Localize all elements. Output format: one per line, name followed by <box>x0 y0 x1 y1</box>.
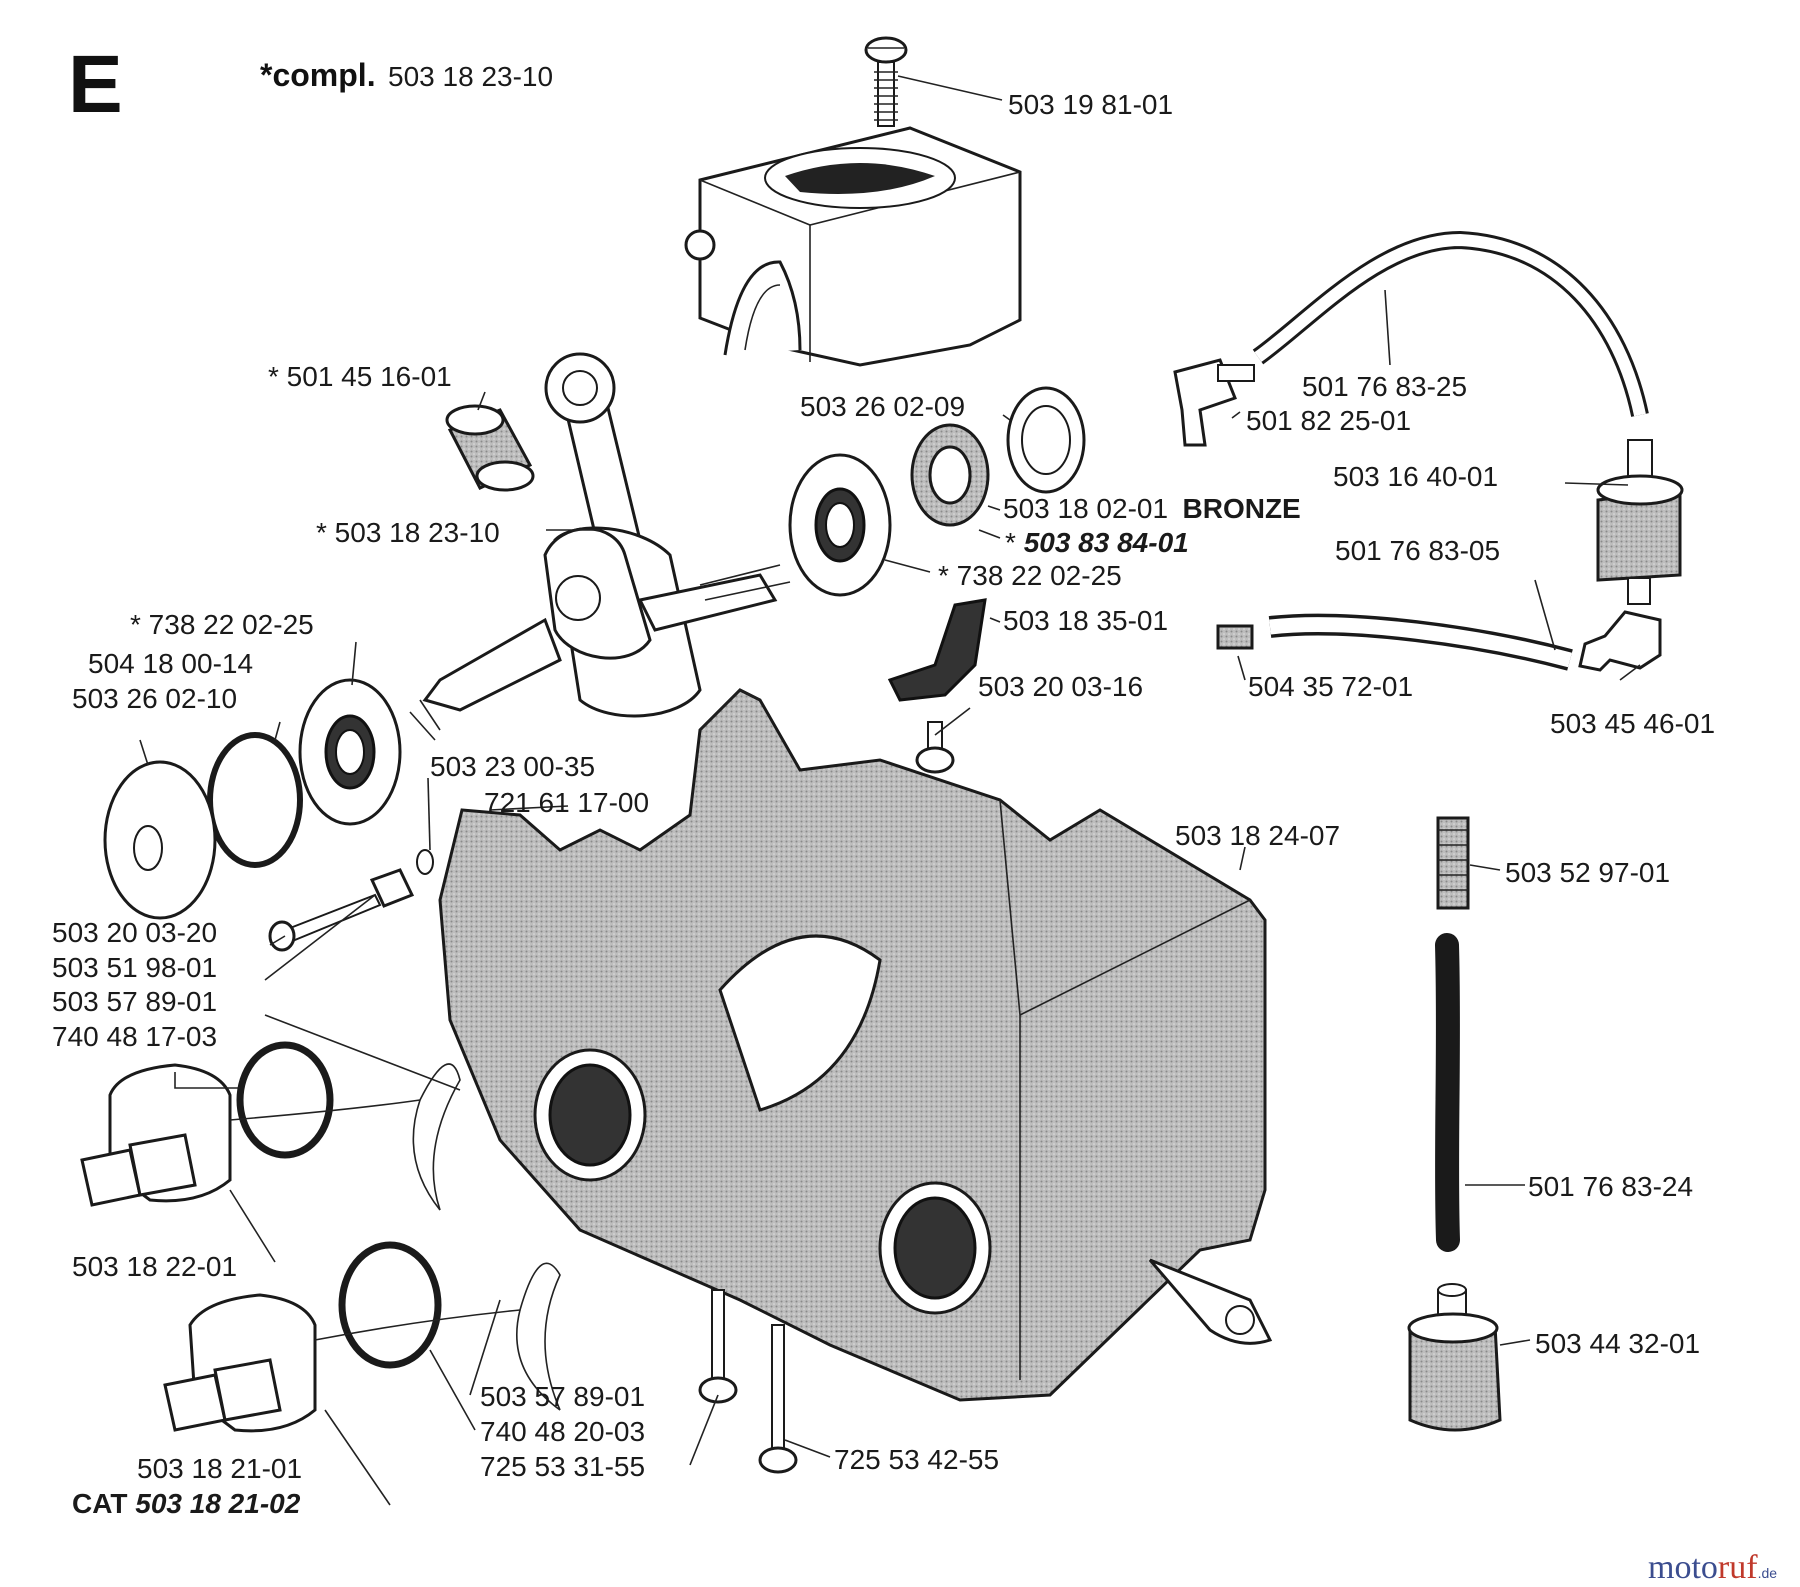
part-label: 501 76 83-25 <box>1302 371 1467 402</box>
part-label: 725 53 31-55 <box>480 1451 645 1482</box>
part-label: 503 26 02-10 <box>72 683 237 714</box>
part-label: 501 82 25-01 <box>1246 405 1411 436</box>
part-label: 504 35 72-01 <box>1248 671 1413 702</box>
left-bearing-drawing <box>298 678 402 826</box>
cylinder-screw-drawing <box>864 36 908 127</box>
right-bearing-drawing <box>788 453 892 597</box>
part-label: 501 76 83-24 <box>1528 1171 1693 1202</box>
oil-seal-right-drawing <box>1006 386 1086 494</box>
cat-part-number: 503 18 21-02 <box>135 1488 300 1519</box>
left-seal-drawing <box>103 760 217 920</box>
upper-plug-drawing <box>80 1063 232 1207</box>
hose-tube-drawing <box>1435 933 1460 1252</box>
screw-725-53-31-55-drawing <box>698 1289 738 1404</box>
part-label: 725 53 42-55 <box>834 1444 999 1475</box>
spring-drawing <box>1436 816 1470 910</box>
part-label: 503 18 24-07 <box>1175 820 1340 851</box>
part-label: 503 23 00-35 <box>430 751 595 782</box>
part-label: * 738 22 02-25 <box>938 560 1122 591</box>
strainer-drawing <box>1407 1283 1502 1432</box>
part-label-alt-line: * 503 83 84-01 <box>1005 527 1189 558</box>
cat-prefix: CAT <box>72 1488 135 1519</box>
lower-plug-drawing <box>163 1293 317 1433</box>
fuel-hose-upper-drawing <box>1173 230 1649 447</box>
crankcase-drawing <box>438 688 1273 1402</box>
part-label: 721 61 17-00 <box>484 787 649 818</box>
part-label: * 738 22 02-25 <box>130 609 314 640</box>
part-label: 503 57 89-01 <box>52 986 217 1017</box>
lever-drawing <box>887 598 987 702</box>
bronze-bushing-drawing <box>910 423 990 527</box>
part-label: 503 52 97-01 <box>1505 857 1670 888</box>
small-screw-drawing <box>915 721 955 774</box>
part-label: 503 20 03-16 <box>978 671 1143 702</box>
part-label: 503 18 21-01 <box>137 1453 302 1484</box>
part-label: 503 57 89-01 <box>480 1381 645 1412</box>
fuel-filter-drawing <box>1596 439 1684 605</box>
part-label: 503 18 35-01 <box>1003 605 1168 636</box>
cat-line: CAT 503 18 21-02 <box>72 1488 301 1519</box>
section-letter: E <box>68 39 123 130</box>
part-label: * 501 45 16-01 <box>268 361 452 392</box>
needle-bearing-drawing <box>445 404 535 492</box>
part-label: 503 45 46-01 <box>1550 708 1715 739</box>
upper-oring-drawing <box>236 1041 334 1159</box>
cylinder-drawing <box>684 126 1022 367</box>
screw-725-53-42-55-drawing <box>758 1324 798 1474</box>
part-label: 503 18 22-01 <box>72 1251 237 1282</box>
lower-oring-drawing <box>338 1241 442 1369</box>
part-label: * 503 18 23-10 <box>316 517 500 548</box>
left-oring-drawing <box>207 732 303 868</box>
part-label: 501 76 83-05 <box>1335 535 1500 566</box>
part-label: 503 26 02-09 <box>800 391 965 422</box>
part-label: 503 18 02-01 <box>1003 493 1168 524</box>
part-label: 503 20 03-20 <box>52 917 217 948</box>
bronze-label: BRONZE <box>1183 493 1301 524</box>
part-label: 503 16 40-01 <box>1333 461 1498 492</box>
alt-star: * <box>1005 527 1024 558</box>
part-label: 503 44 32-01 <box>1535 1328 1700 1359</box>
part-label: 504 18 00-14 <box>88 648 253 679</box>
leader-lines <box>139 75 1641 1506</box>
compl-prefix: *compl. <box>260 57 376 93</box>
part-label: 503 19 81-01 <box>1008 89 1173 120</box>
part-label-bronze-line: 503 18 02-01 BRONZE <box>1003 493 1301 524</box>
compl-reference: *compl. 503 18 23-10 <box>260 57 553 93</box>
part-label: 740 48 20-03 <box>480 1416 645 1447</box>
part-label-alt: 503 83 84-01 <box>1024 527 1189 558</box>
upper-strap-drawing <box>229 1063 461 1211</box>
watermark-logo: motoruf.de <box>1648 1549 1777 1586</box>
part-label: 503 51 98-01 <box>52 952 217 983</box>
compl-number: 503 18 23-10 <box>388 61 553 92</box>
lower-strap-drawing <box>314 1262 561 1411</box>
part-label: 740 48 17-03 <box>52 1021 217 1052</box>
fuel-hose-lower-drawing <box>1216 610 1662 672</box>
crankshaft-drawing <box>409 352 791 741</box>
bolt-sleeve-drawing <box>268 849 434 952</box>
